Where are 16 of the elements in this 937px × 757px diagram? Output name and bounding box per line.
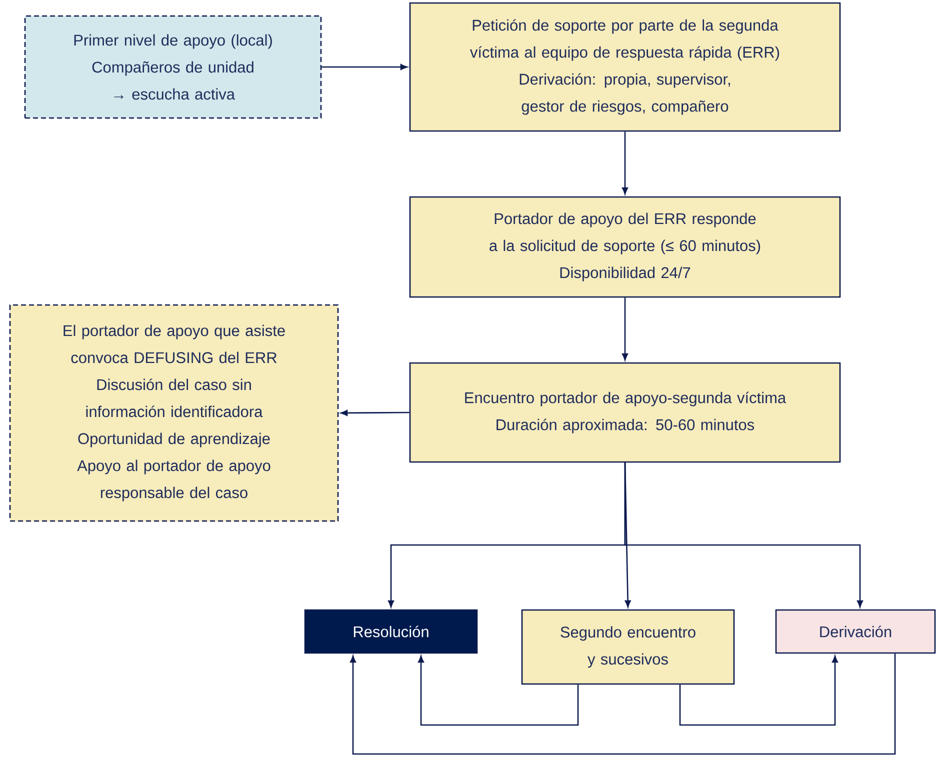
process-box: Petición de soporte por parte de la segunda víctima al equipo de respuesta rápida (ERR) Derivación: propia, supervisor, gestor de riesgos, compañero: [409, 2, 841, 132]
process-box: Encuentro portador de apoyo-segunda víctima Duración aproximada: 50-60 minutos: [409, 362, 841, 463]
arrow: [624, 462, 863, 608]
arrow: [350, 654, 896, 755]
outcome-box: Segundo encuentro y sucesivos: [521, 609, 735, 685]
note-box: El portador de apoyo que asiste convoca DEFUSING del ERR Discusión del caso sin información identificadora Oportunidad de aprendizaje Apoyo al portador de apoyo responsable del caso: [9, 304, 339, 522]
level-box: Primer nivel de apoyo (local) Compañeros de unidad → escucha activa: [24, 15, 322, 119]
process-box: Portador de apoyo del ERR responde a la solicitud de soporte (≤ 60 minutos) Disponibilidad 24/7: [409, 196, 841, 298]
arrow: [418, 656, 579, 726]
arrow: [340, 410, 410, 416]
arrow: [679, 656, 838, 726]
arrow: [322, 64, 408, 70]
arrow: [622, 132, 628, 194]
arrow: [622, 298, 628, 360]
outcome-box: Resolución: [304, 609, 478, 654]
outcome-box: Derivación: [775, 609, 936, 654]
